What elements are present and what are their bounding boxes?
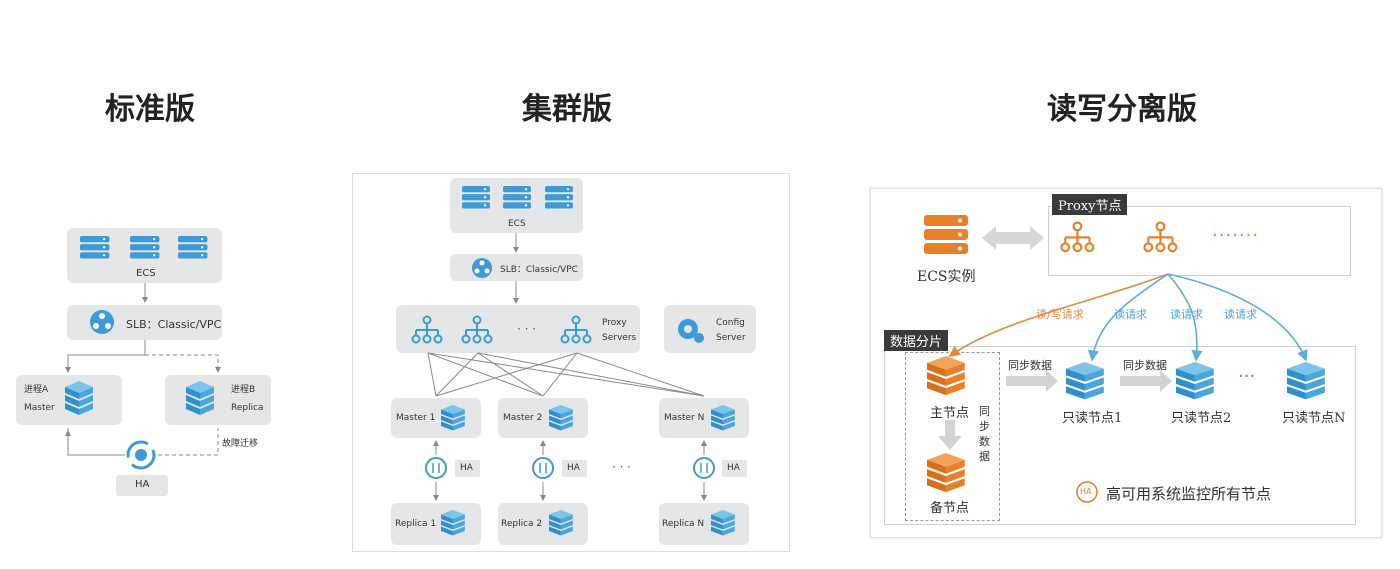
cl-ha2-box <box>562 460 587 477</box>
std-replica-label: Replica <box>231 403 264 413</box>
cl-config-label-2: Server <box>716 333 746 343</box>
rw-readwrite-label: 读/写请求 <box>1036 308 1084 321</box>
rw-ro1-label: 只读节点1 <box>1062 411 1123 426</box>
cl-master1-box <box>391 398 481 438</box>
cl-config-gear-icon <box>678 319 704 343</box>
cl-ha2-label: HA <box>567 463 580 473</box>
rw-proxy-box <box>1048 206 1351 276</box>
rw-sync-vertical-label: 同步数据 <box>979 405 990 463</box>
cl-replicaN-label: Replica N <box>662 519 705 529</box>
cl-masterN-label: Master N <box>664 413 705 423</box>
cl-ecs-label: ECS <box>508 219 526 229</box>
cl-replica2-box <box>498 503 588 545</box>
cl-ecs-server-icons <box>462 186 573 209</box>
rw-proxy-icons <box>1060 221 1178 253</box>
cl-haN-label: HA <box>727 463 740 473</box>
cl-ha1-box <box>455 460 480 477</box>
std-ecs-label: ECS <box>136 268 156 279</box>
std-slb-icon <box>90 310 114 334</box>
std-replica-box <box>165 375 271 425</box>
std-slb-label: SLB：Classic/VPC <box>126 318 222 331</box>
std-master-label: Master <box>24 403 55 413</box>
cl-replica2-label: Replica 2 <box>501 519 543 529</box>
cl-slb-icon <box>472 258 492 278</box>
cluster-panel <box>352 173 790 552</box>
cl-replica1-label: Replica 1 <box>395 519 437 529</box>
heading-cluster: 集群版 <box>522 92 612 127</box>
rw-main-node-label: 主节点 <box>930 406 970 421</box>
std-ha-icon <box>126 440 156 470</box>
rw-ro2-label: 只读节点2 <box>1171 411 1232 426</box>
std-ha-label: HA <box>135 479 150 490</box>
rw-proxy-tag: Proxy节点 <box>1052 194 1128 215</box>
rw-ha-badge-label: HA <box>1080 487 1092 496</box>
cl-proxy-dots: · · · <box>517 322 537 336</box>
rw-sync1-label: 同步数据 <box>1008 359 1052 372</box>
cl-proxy-icons <box>411 315 592 344</box>
cl-replica1-box <box>391 503 481 545</box>
rw-backup-node-label: 备节点 <box>930 501 970 516</box>
cl-ha-dots: · · · <box>612 460 632 474</box>
rw-ecs-label: ECS实例 <box>917 269 976 285</box>
rw-ha-badge-icon <box>1076 481 1098 503</box>
std-proc-b-label: 进程B <box>231 385 256 395</box>
heading-rw-split: 读写分离版 <box>1047 92 1197 127</box>
cl-ha-sync-icons <box>425 457 715 479</box>
rw-read1-label: 读请求 <box>1114 308 1147 321</box>
rw-read3-label: 读请求 <box>1224 308 1257 321</box>
heading-standard: 标准版 <box>105 92 195 127</box>
cl-master-stack-icons <box>441 405 735 536</box>
std-failover-label: 故障迁移 <box>222 439 259 449</box>
cl-ha1-label: HA <box>460 463 473 473</box>
cl-slb-label: SLB：Classic/VPC <box>500 265 578 275</box>
rw-ro-dots: ··· <box>1238 366 1256 387</box>
rw-ecs-server-icon <box>924 215 968 254</box>
cl-haN-box <box>722 460 747 477</box>
rw-roN-label: 只读节点N <box>1282 411 1346 426</box>
rw-shard-tag: 数据分片 <box>884 330 949 351</box>
rw-monitor-label: 高可用系统监控所有节点 <box>1106 485 1272 503</box>
std-proc-a-label: 进程A <box>24 385 49 395</box>
cl-config-label-1: Config <box>716 318 745 328</box>
cl-proxy-label-2: Servers <box>602 333 637 343</box>
rw-proxy-dots: ······· <box>1212 225 1260 246</box>
rw-sync2-label: 同步数据 <box>1123 359 1167 372</box>
cl-proxy-label-1: Proxy <box>602 318 627 328</box>
cl-master2-box <box>498 398 588 438</box>
cl-master1-label: Master 1 <box>396 413 436 423</box>
std-ecs-server-icons <box>80 236 208 259</box>
rw-read2-label: 读请求 <box>1170 308 1203 321</box>
rw-double-arrow-icon <box>982 226 1044 250</box>
std-ha-box <box>116 475 168 496</box>
cl-master2-label: Master 2 <box>503 413 543 423</box>
